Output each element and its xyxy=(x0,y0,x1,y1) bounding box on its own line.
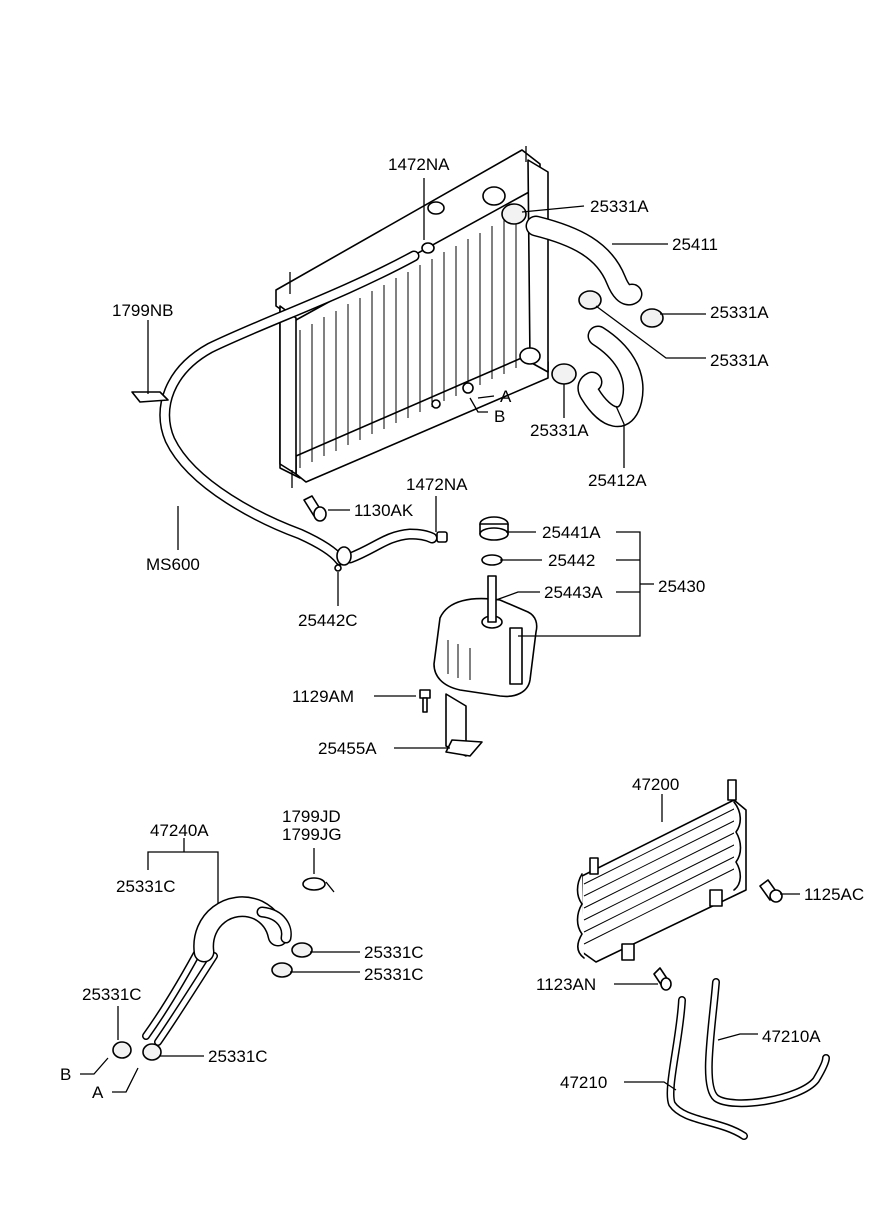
bracket-icon xyxy=(445,693,483,757)
label-B-hose: B xyxy=(60,1065,71,1084)
label-25331A-lower-right: 25331A xyxy=(710,351,769,370)
label-1799JG: 1799JG xyxy=(282,825,342,844)
label-25430: 25430 xyxy=(658,577,705,596)
label-25443A: 25443A xyxy=(544,583,603,602)
label-47210A: 47210A xyxy=(762,1027,821,1046)
bolt-icon xyxy=(653,967,672,991)
label-25331C-mid-2: 25331C xyxy=(364,965,424,984)
reservoir-cap-icon xyxy=(479,516,509,541)
label-25442: 25442 xyxy=(548,551,595,570)
oil-cooler-hose-assembly xyxy=(142,896,292,1046)
leader-lines xyxy=(80,178,800,1093)
hose-clamp-icon xyxy=(501,203,664,385)
label-25331C-bottom: 25331C xyxy=(208,1047,268,1066)
label-25331A-right: 25331A xyxy=(710,303,769,322)
label-1125AC: 1125AC xyxy=(804,885,864,904)
oil-cooler-pipes xyxy=(666,978,830,1140)
label-25411: 25411 xyxy=(672,235,718,254)
label-47210: 47210 xyxy=(560,1073,607,1092)
clip-icon xyxy=(436,531,448,543)
label-1472NA-mid: 1472NA xyxy=(406,475,468,494)
label-25442C: 25442C xyxy=(298,611,358,630)
clamp-icon xyxy=(334,546,352,572)
label-1130AK: 1130AK xyxy=(354,501,414,520)
radiator-icon xyxy=(275,146,549,488)
part-labels: 1472NA 25331A 25411 1799NB 25331A 25331A… xyxy=(60,155,864,1102)
label-25331A-upper: 25331A xyxy=(590,197,649,216)
overflow-hose xyxy=(159,250,438,566)
hose-clip-icon xyxy=(131,391,169,403)
clamp-icon xyxy=(302,877,335,893)
label-47240A: 47240A xyxy=(150,821,209,840)
label-47200: 47200 xyxy=(632,775,679,794)
lower-radiator-hose xyxy=(577,325,644,428)
label-25331A-lower: 25331A xyxy=(530,421,589,440)
label-1799JD: 1799JD xyxy=(282,807,341,826)
label-25331C-upper-left: 25331C xyxy=(116,877,176,896)
label-25412A: 25412A xyxy=(588,471,647,490)
label-1129AM: 1129AM xyxy=(292,687,354,706)
label-25455A: 25455A xyxy=(318,739,377,758)
label-25331C-mid-1: 25331C xyxy=(364,943,424,962)
label-1472NA-top: 1472NA xyxy=(388,155,450,174)
bolt-icon xyxy=(759,879,783,903)
label-25441A: 25441A xyxy=(542,523,601,542)
label-25331C-left: 25331C xyxy=(82,985,142,1004)
label-MS600: MS600 xyxy=(146,555,200,574)
label-1123AN: 1123AN xyxy=(536,975,596,994)
label-1799NB: 1799NB xyxy=(112,301,173,320)
oil-cooler-icon xyxy=(576,779,747,963)
coolant-reservoir-icon xyxy=(433,575,538,698)
label-A-radiator: A xyxy=(500,387,512,406)
hose-clamp-icon xyxy=(112,942,313,1061)
bolt-icon xyxy=(419,689,431,713)
gasket-icon xyxy=(481,554,503,566)
bolt-icon xyxy=(303,495,327,522)
label-B-radiator: B xyxy=(494,407,505,426)
clip-icon xyxy=(421,242,435,254)
upper-radiator-hose xyxy=(525,215,643,306)
label-A-hose: A xyxy=(92,1083,104,1102)
